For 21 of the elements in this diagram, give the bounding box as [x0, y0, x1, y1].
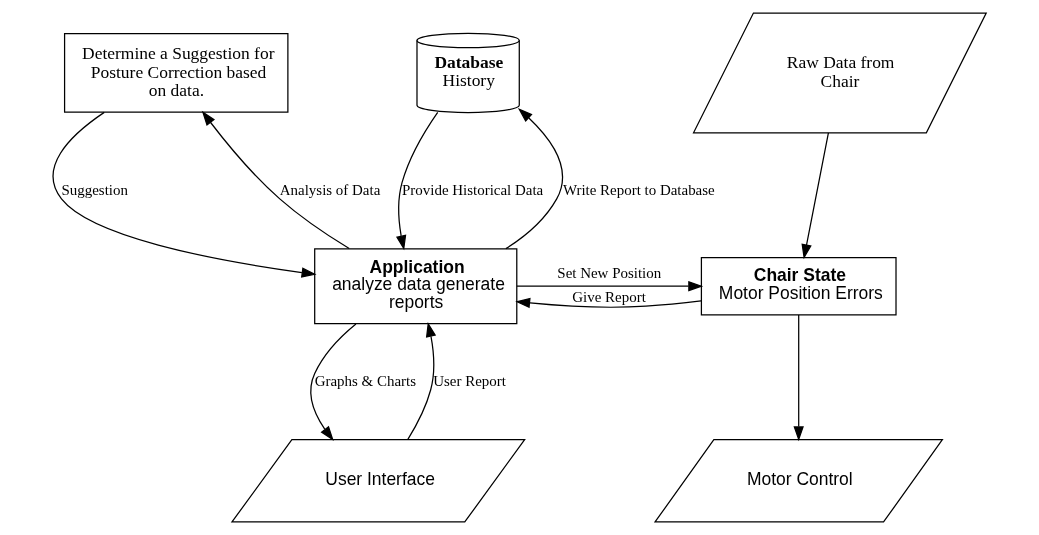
edge-label: Graphs & Charts	[314, 372, 417, 389]
node-box: Chair State Motor Position Errors	[700, 256, 897, 316]
arrow	[310, 323, 357, 441]
arrow	[505, 108, 564, 250]
edge-label: Provide Historical Data	[402, 181, 544, 198]
edge-label: Write Report to Database	[562, 181, 715, 198]
arrow	[407, 322, 437, 441]
arrow	[801, 132, 830, 260]
arrow	[396, 111, 439, 251]
arrow	[515, 297, 702, 309]
edge-label: User Report	[433, 372, 506, 389]
arrow	[516, 280, 704, 292]
edge-label: Give Report	[572, 288, 646, 305]
arrow	[201, 110, 350, 250]
arrow	[52, 111, 317, 278]
edge-label: Set New Position	[557, 265, 662, 282]
node-box: Application analyze data generate reports	[314, 248, 518, 325]
node-box: Determine a Suggestion for Posture Correction based on data.	[63, 33, 289, 113]
arrow	[793, 314, 804, 442]
edge-label: Suggestion	[61, 181, 128, 198]
edge-label: Analysis of Data	[279, 181, 381, 198]
